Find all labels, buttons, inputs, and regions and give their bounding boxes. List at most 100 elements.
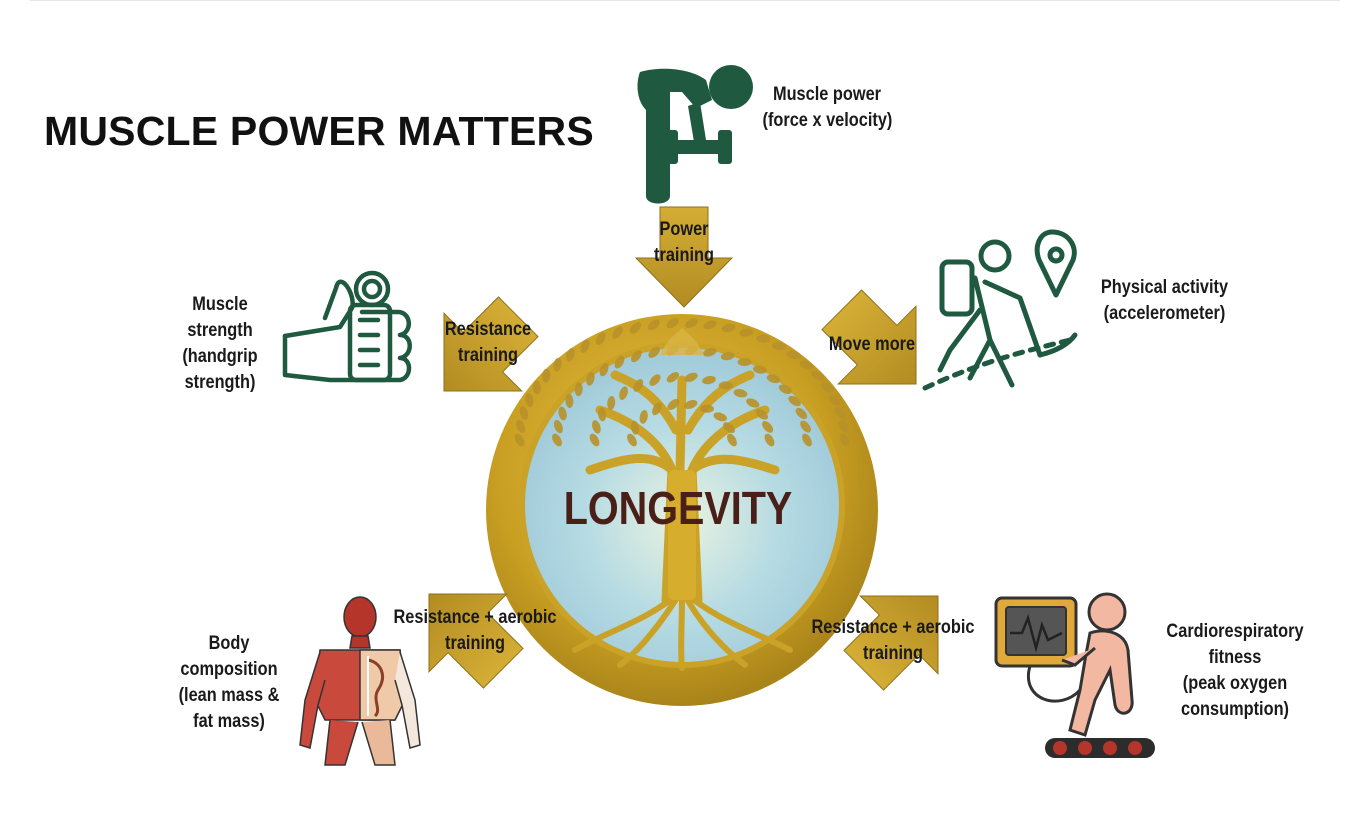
tree-leaf (553, 419, 563, 434)
arrow-top (634, 206, 734, 308)
tree-leaf (713, 412, 728, 422)
tree-leaf (647, 319, 660, 331)
tree-leaf (648, 346, 661, 358)
arrow-top-label: Power training (641, 217, 727, 269)
tree-leaf (718, 381, 733, 390)
arrow-top-line1: Power (659, 219, 709, 240)
arrow-lower-right-label: Resistance + aerobic training (803, 615, 984, 667)
tree-leaf (580, 339, 590, 353)
tree-leaf (630, 350, 642, 363)
longevity-label: LONGEVITY (564, 483, 793, 534)
tree-leaf (702, 375, 716, 385)
muscle-strength-line4: strength) (184, 372, 256, 393)
tree-leaf (619, 386, 628, 400)
arrow-top-line2: training (654, 245, 714, 266)
tree-leaf (589, 433, 600, 447)
tree-leaf (834, 407, 846, 419)
tree-leaf (703, 320, 717, 330)
tree-leaf (802, 433, 812, 447)
body-composition-line2: composition (180, 659, 278, 680)
hiker-icon (922, 229, 1078, 391)
tree-leaf (746, 398, 760, 408)
handgrip-icon (282, 270, 412, 383)
weightlifter-icon (637, 65, 753, 204)
arrow-upper-left-label: Resistance training (436, 317, 539, 369)
arrow-lower-left-line1: Resistance + aerobic (393, 607, 557, 628)
body-composition-line3: (lean mass & (178, 685, 280, 706)
tree-leaf (519, 406, 529, 420)
arrow-lower-left-label: Resistance + aerobic training (385, 605, 566, 657)
cardio-fitness-label: Cardiorespiratory fitness (peak oxygen c… (1158, 619, 1313, 723)
top-divider (30, 0, 1340, 1)
tree-leaf (649, 374, 661, 386)
muscle-strength-line2: strength (187, 320, 253, 341)
tree-leaf (733, 389, 748, 398)
cardio-fitness-line4: consumption) (1180, 699, 1290, 720)
tree-leaf (788, 395, 801, 407)
tree-leaf (667, 399, 680, 410)
tree-leaf (607, 396, 616, 410)
tree-leaf (666, 372, 680, 383)
tree-leaf (720, 352, 735, 361)
tree-leaf (739, 328, 754, 337)
physical-activity-subtitle: (accelerometer) (1103, 303, 1226, 324)
tree-leaf (786, 350, 801, 360)
treadmill-runner-icon (994, 592, 1155, 758)
tree-leaf (762, 421, 774, 433)
tree-leaf (586, 371, 595, 386)
tree-leaf (755, 409, 769, 420)
physical-activity-title: Physical activity (1100, 277, 1229, 298)
tree-leaf (552, 433, 562, 447)
muscle-strength-label: Muscle strength (handgrip strength) (173, 292, 268, 396)
page-title: MUSCLE POWER MATTERS (44, 108, 594, 154)
arrow-lower-left-line2: training (445, 633, 505, 654)
arrow-lower-right-line1: Resistance + aerobic (811, 617, 975, 638)
tree-leaf (516, 419, 526, 434)
tree-leaf (723, 422, 735, 434)
tree-leaf (756, 334, 771, 343)
body-composition-line1: Body (208, 633, 250, 654)
tree-leaf (721, 323, 736, 333)
tree-leaf (566, 348, 575, 362)
tree-leaf (633, 379, 644, 392)
tree-leaf (703, 347, 717, 357)
tree-leaf (764, 433, 775, 447)
body-composition-label: Body composition (lean mass & fat mass) (170, 631, 289, 735)
tree-leaf (752, 365, 767, 374)
tree-leaf (778, 384, 792, 395)
tree-leaf (684, 318, 698, 328)
arrow-upper-left (443, 296, 539, 392)
tree-leaf (558, 406, 567, 421)
tree-leaf (514, 433, 525, 447)
cardio-fitness-line3: (peak oxygen (1182, 673, 1288, 694)
tree-leaf (574, 382, 583, 397)
tree-leaf (766, 374, 781, 384)
muscle-power-subtitle: (force x velocity) (762, 110, 893, 131)
tree-leaf (599, 362, 609, 377)
tree-leaf (553, 357, 562, 372)
tree-of-life-icon (514, 318, 850, 671)
anatomy-body-icon (299, 596, 421, 766)
tree-leaf (542, 368, 551, 383)
tree-leaf (592, 420, 601, 434)
tree-leaf (639, 409, 648, 424)
tree-leaf (737, 358, 752, 367)
body-composition-line4: fat mass) (193, 711, 265, 732)
tree-leaf (565, 394, 574, 408)
arrow-upper-right-line1: Move more (828, 334, 916, 355)
arrow-lower-right (843, 595, 939, 691)
tree-leaf (799, 360, 814, 370)
muscle-strength-line3: (handgrip (182, 346, 258, 367)
muscle-strength-line1: Muscle (192, 294, 248, 315)
tree-leaf (683, 400, 698, 409)
arrow-lower-left (428, 593, 524, 689)
arrow-lower-right-line2: training (863, 643, 923, 664)
tree-leaf (595, 332, 606, 346)
tree-leaf (525, 393, 534, 407)
muscle-power-title: Muscle power (772, 84, 882, 105)
arrow-upper-right (821, 289, 917, 385)
tree-leaf (838, 420, 849, 433)
tree-leaf (630, 420, 640, 435)
tree-leaf (811, 370, 825, 381)
